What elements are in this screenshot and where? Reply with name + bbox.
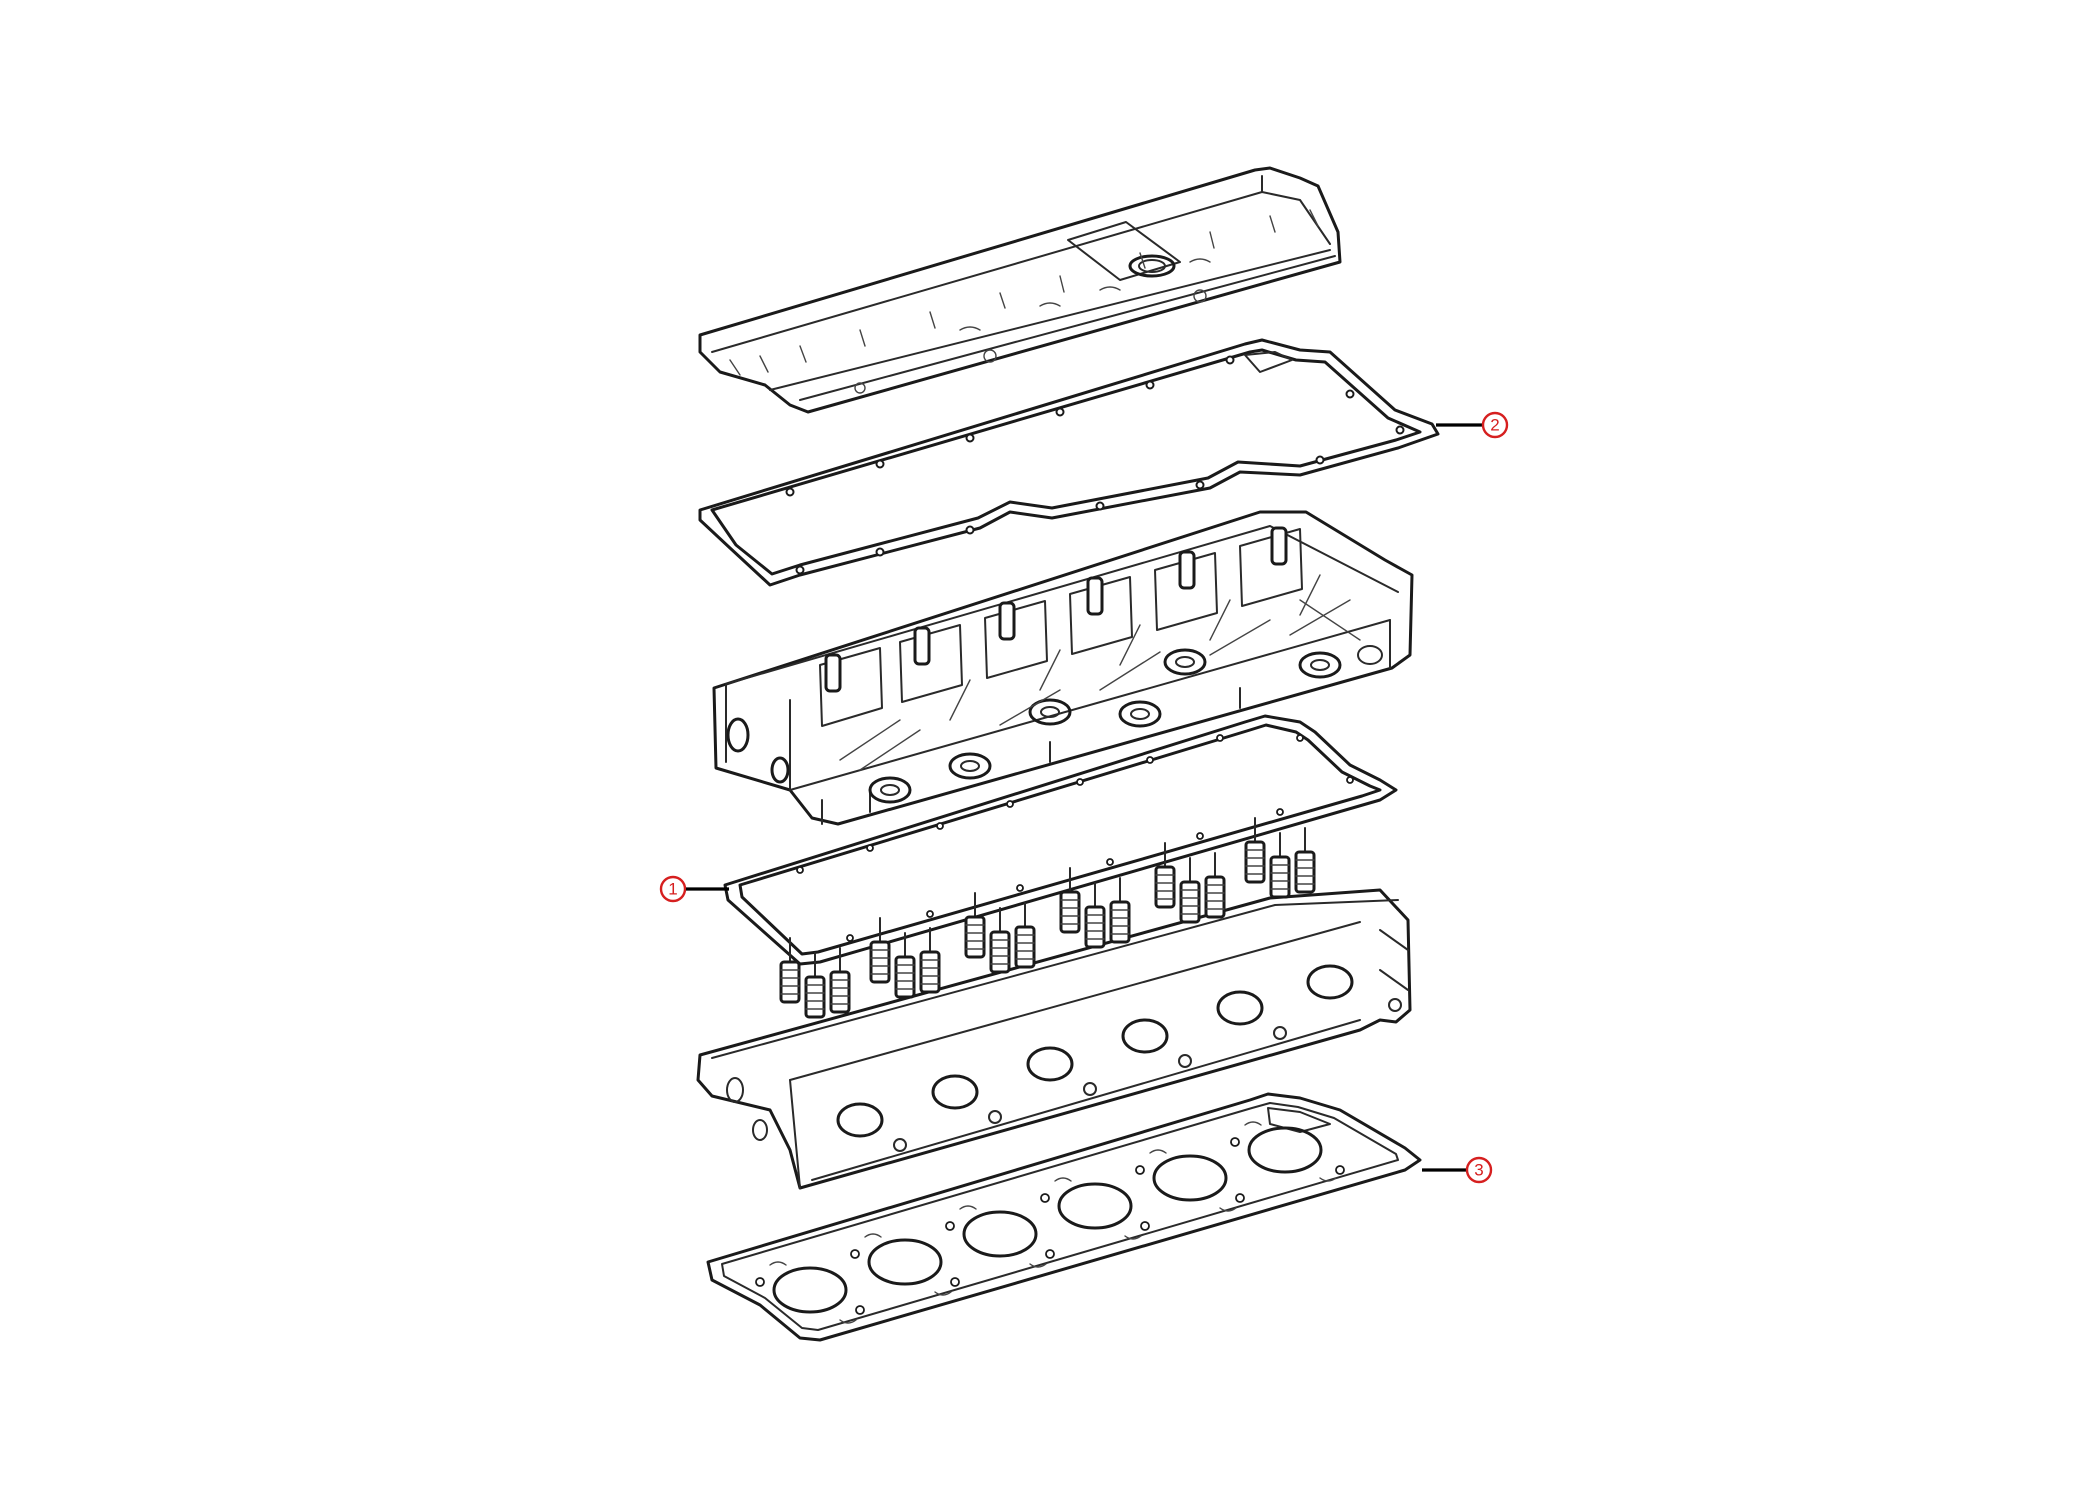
callout-2-circle <box>1481 411 1509 439</box>
cover-gasket <box>698 338 1440 587</box>
upper-housing <box>712 510 1414 826</box>
callout-3-circle <box>1465 1156 1493 1184</box>
callout-2-number: 2 <box>1490 416 1499 435</box>
cylinder-head <box>696 817 1412 1190</box>
cylinder-head-cover <box>698 166 1342 414</box>
callout-2: 2 <box>1436 411 1509 439</box>
callout-1: 1 <box>659 875 729 903</box>
callout-1-number: 1 <box>668 880 677 899</box>
callout-1-circle <box>659 875 687 903</box>
callout-3-number: 3 <box>1474 1161 1483 1180</box>
callout-3: 3 <box>1422 1156 1493 1184</box>
head-gasket <box>706 1092 1422 1342</box>
